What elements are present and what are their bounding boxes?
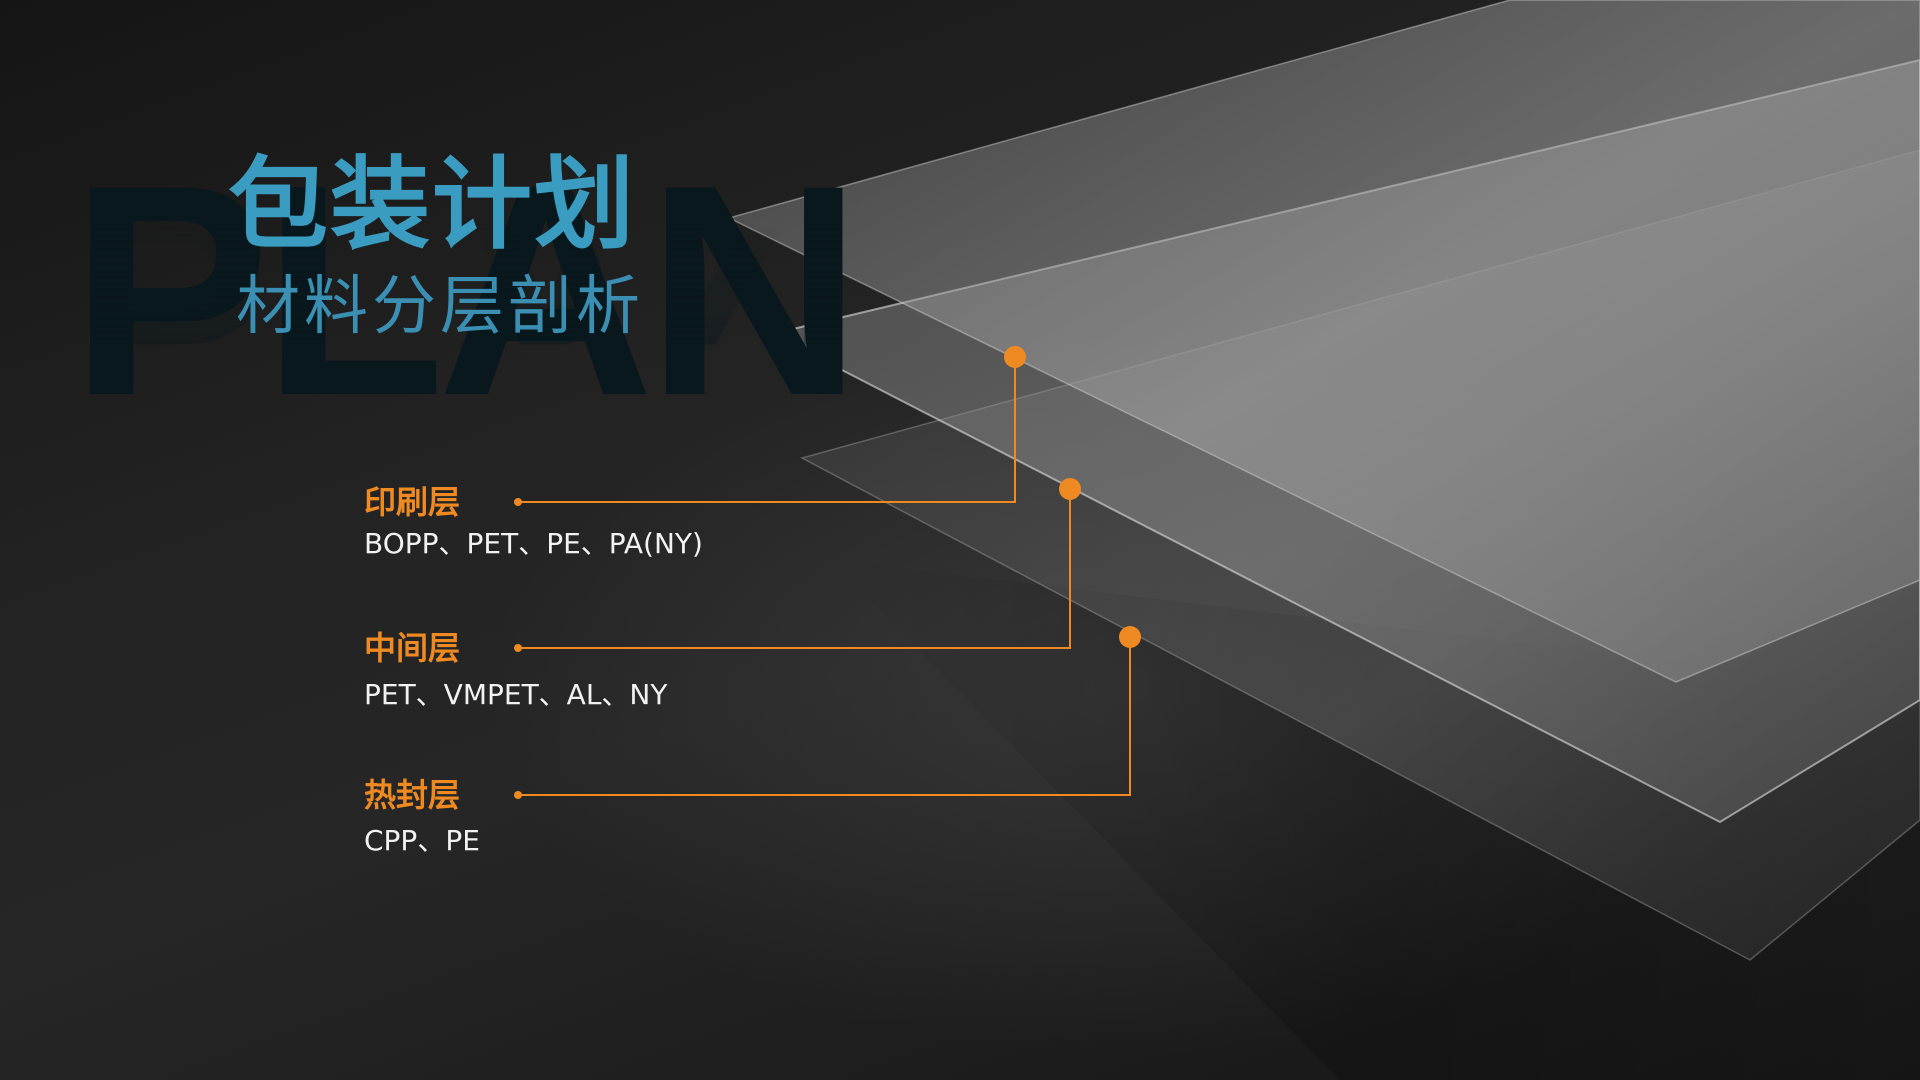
layer-name-print: 印刷层 <box>364 483 461 521</box>
layer-name-seal: 热封层 <box>364 776 461 814</box>
callout-start-dot-seal-layer <box>514 791 522 799</box>
callout-line-print-layer <box>518 357 1016 503</box>
callout-line-seal-layer <box>518 637 1131 796</box>
layer-name-middle: 中间层 <box>364 629 461 667</box>
page-title: 包装计划 <box>228 146 636 263</box>
callout-line-middle-layer <box>518 489 1071 649</box>
callout-end-dot-middle-layer <box>1059 478 1081 500</box>
callout-start-dot-middle-layer <box>514 644 522 652</box>
layer-materials-middle: PET、VMPET、AL、NY <box>364 678 668 711</box>
callout-end-dot-print-layer <box>1004 346 1026 368</box>
callout-start-dot-print-layer <box>514 498 522 506</box>
layer-materials-print: BOPP、PET、PE、PA(NY) <box>364 527 703 560</box>
page-subtitle: 材料分层剖析 <box>236 270 644 344</box>
layer-materials-seal: CPP、PE <box>364 824 480 857</box>
sheet-top <box>726 0 1920 683</box>
callout-end-dot-seal-layer <box>1119 626 1141 648</box>
watermark-text: PLAN <box>70 122 863 458</box>
